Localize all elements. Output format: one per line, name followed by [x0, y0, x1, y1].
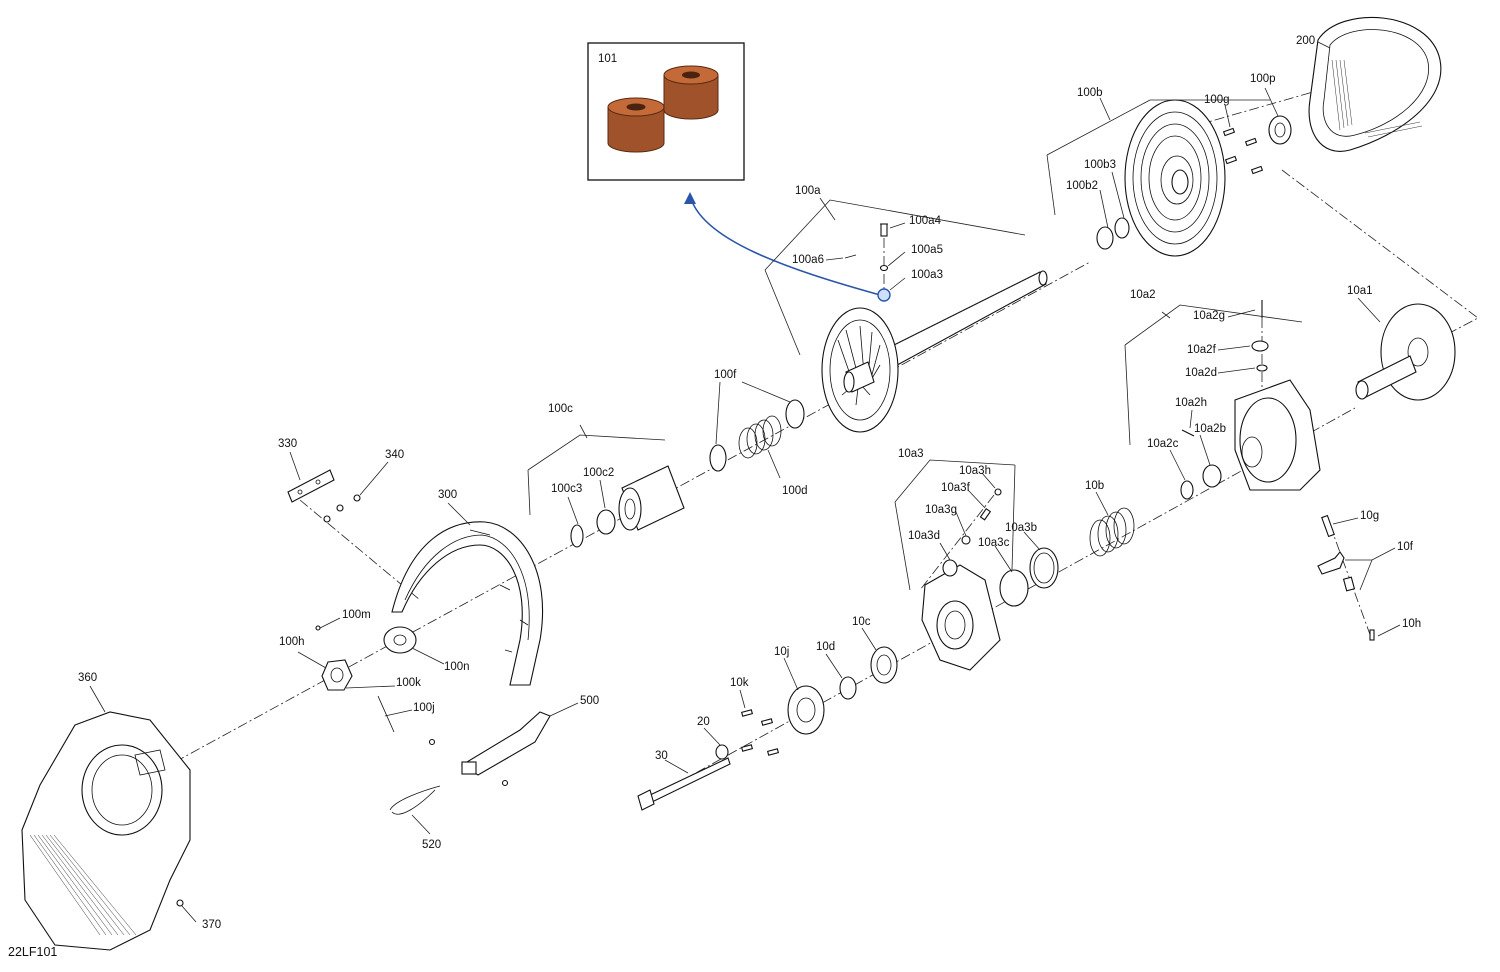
label-10a3g: 10a3g: [925, 504, 957, 516]
center-lines: [174, 69, 1479, 791]
label-330: 330: [278, 438, 297, 450]
label-10a2: 10a2: [1130, 289, 1156, 301]
label-10a1: 10a1: [1347, 285, 1373, 297]
spacer-rear: [663, 65, 719, 120]
sensor-500: [428, 711, 551, 787]
shaft-100a: [821, 270, 1048, 433]
spider-10a3: [921, 488, 1059, 671]
washer-20: [715, 744, 729, 760]
label-100n: 100n: [444, 661, 470, 673]
label-10h: 10h: [1402, 618, 1421, 630]
inset-101: 101: [587, 42, 891, 302]
label-10a2d: 10a2d: [1185, 367, 1217, 379]
label-10a3b: 10a3b: [1005, 522, 1037, 534]
bolt-30: [637, 757, 731, 811]
label-300: 300: [438, 489, 457, 501]
label-100a3: 100a3: [911, 269, 943, 281]
label-370: 370: [202, 919, 221, 931]
label-10a2h: 10a2h: [1175, 397, 1207, 409]
label-100b3: 100b3: [1084, 159, 1116, 171]
clip-520: [389, 785, 441, 815]
washer-100n: [383, 626, 417, 654]
leader-lines: [89, 41, 1401, 923]
drive-belt-200: [1308, 16, 1442, 152]
spring-100d: [738, 415, 782, 459]
cam-assembly-100c: [570, 399, 805, 548]
figure-code: 22LF101: [8, 945, 57, 959]
label-100c2: 100c2: [583, 467, 614, 479]
label-100h: 100h: [279, 636, 305, 648]
movable-sheave-10a2: [1180, 300, 1321, 500]
label-100b: 100b: [1077, 87, 1103, 99]
shaft-hardware: [844, 217, 1130, 272]
label-100f: 100f: [714, 369, 737, 381]
label-10a2c: 10a2c: [1147, 438, 1179, 450]
label-520: 520: [422, 839, 441, 851]
label-100c: 100c: [548, 403, 573, 415]
label-10a3: 10a3: [898, 448, 924, 460]
label-200: 200: [1296, 35, 1315, 47]
label-20: 20: [697, 716, 710, 728]
label-100a5: 100a5: [911, 244, 943, 256]
label-10d: 10d: [816, 641, 835, 653]
label-10a3h: 10a3h: [959, 465, 991, 477]
bracket-330: [287, 469, 361, 523]
label-10a2f: 10a2f: [1187, 344, 1217, 356]
label-10f: 10f: [1397, 541, 1414, 553]
spring-10b: [1089, 507, 1135, 557]
nut-100h: [315, 625, 395, 733]
label-10a3c: 10a3c: [978, 537, 1010, 549]
label-10a2b: 10a2b: [1194, 423, 1226, 435]
housing-360: [21, 711, 191, 951]
label-100c3: 100c3: [551, 483, 582, 495]
belt-guard-300: [391, 521, 544, 686]
weights-10f: [1317, 514, 1375, 641]
label-100j: 100j: [413, 702, 435, 714]
label-100p: 100p: [1250, 73, 1276, 85]
cover-10j: [787, 685, 825, 735]
label-10b: 10b: [1085, 480, 1104, 492]
label-100a4: 100a4: [909, 215, 942, 227]
label-10g: 10g: [1360, 510, 1379, 522]
label-10a2g: 10a2g: [1193, 310, 1225, 322]
label-100m: 100m: [342, 609, 371, 621]
label-10a3f: 10a3f: [941, 482, 971, 494]
label-100a: 100a: [795, 185, 821, 197]
label-360: 360: [78, 672, 97, 684]
label-500: 500: [580, 695, 599, 707]
label-100a6: 100a6: [792, 254, 824, 266]
fixed-sheave-10a1: [1355, 303, 1456, 401]
spacer-front: [607, 97, 665, 153]
ring-10d: [839, 676, 857, 700]
fixed-sheave-100b: [1124, 99, 1226, 257]
label-340: 340: [385, 449, 404, 461]
fasteners-100g: [1222, 115, 1292, 175]
label-10c: 10c: [852, 616, 871, 628]
inset-label: 101: [598, 53, 617, 65]
label-10j: 10j: [774, 646, 789, 658]
label-100b2: 100b2: [1066, 180, 1098, 192]
label-10a3d: 10a3d: [908, 530, 940, 542]
label-10k: 10k: [730, 677, 749, 689]
label-30: 30: [655, 750, 668, 762]
label-100g: 100g: [1204, 94, 1230, 106]
bolts-10k: [740, 709, 780, 756]
bearing-10c: [870, 646, 898, 684]
label-100d: 100d: [782, 485, 808, 497]
label-100k: 100k: [396, 677, 421, 689]
part-labels: 100a 100a4 100a5 100a6 100a3 100b 100b3 …: [8, 35, 1421, 959]
